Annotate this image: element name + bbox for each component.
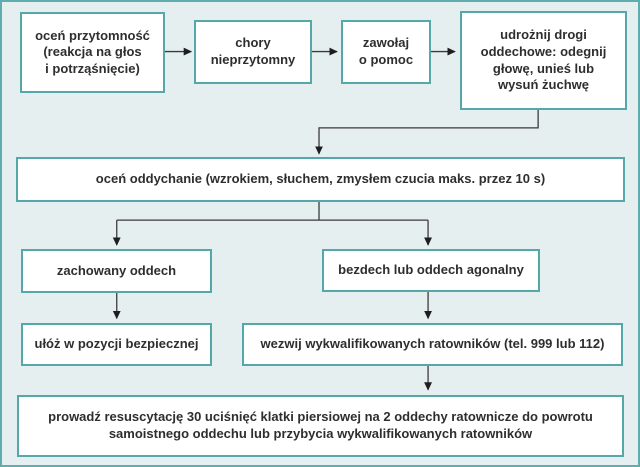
node-assess-breathing: oceń oddychanie (wzrokiem, słuchem, zmys… (16, 157, 625, 202)
edge-airway-to-breathing (315, 109, 539, 155)
node-call-for-help: zawołaj o pomoc (341, 20, 431, 84)
node-call-for-help-label: zawołaj o pomoc (358, 35, 414, 67)
node-perform-cpr-label: prowadź resuscytację 30 uciśnięć klatki … (48, 409, 593, 441)
node-call-qualified-rescuers: wezwij wykwalifikowanych ratowników (tel… (242, 323, 623, 366)
node-call-qualified-rescuers-label: wezwij wykwalifikowanych ratowników (tel… (260, 336, 605, 352)
node-patient-unconscious-label: chory nieprzytomny (210, 35, 296, 67)
node-apnea-or-agonal-breathing-label: bezdech lub oddech agonalny (338, 262, 524, 278)
node-apnea-or-agonal-breathing: bezdech lub oddech agonalny (322, 249, 540, 292)
node-open-airway-label: udrożnij drogi oddechowe: odegnij głowę,… (480, 27, 607, 93)
node-assess-consciousness: oceń przytomność (reakcja na głos i potr… (20, 12, 165, 93)
node-assess-consciousness-label: oceń przytomność (reakcja na głos i potr… (35, 27, 150, 76)
node-recovery-position-label: ułóż w pozycji bezpiecznej (34, 336, 199, 352)
node-perform-cpr: prowadź resuscytację 30 uciśnięć klatki … (17, 395, 624, 457)
node-patient-unconscious: chory nieprzytomny (194, 20, 312, 84)
node-assess-breathing-label: oceń oddychanie (wzrokiem, słuchem, zmys… (95, 171, 546, 187)
node-breathing-preserved-label: zachowany oddech (56, 262, 177, 278)
node-breathing-preserved: zachowany oddech (21, 249, 212, 293)
node-open-airway: udrożnij drogi oddechowe: odegnij głowę,… (460, 11, 627, 110)
node-recovery-position: ułóż w pozycji bezpiecznej (21, 323, 212, 366)
